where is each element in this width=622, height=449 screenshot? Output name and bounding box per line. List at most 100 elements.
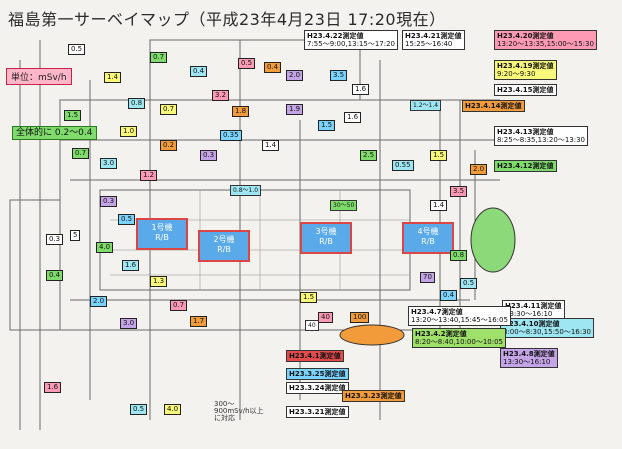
measurement-date: H23.4.22測定値 <box>307 32 364 40</box>
dose-value: 1.5 <box>430 150 448 161</box>
measurement-time: 8:00～8:30,15:50～16:30 <box>503 328 592 336</box>
measurement-date: H23.3.21測定値 <box>289 408 346 416</box>
measurement-label: H23.3.24測定値 <box>286 382 349 394</box>
measurement-date: H23.4.12測定値 <box>497 162 554 170</box>
measurement-date: H23.4.10測定値 <box>503 320 560 328</box>
measurement-label: H23.3.21測定値 <box>286 406 349 418</box>
dose-value: 0.7 <box>72 148 90 159</box>
dose-value: 0.55 <box>392 160 414 171</box>
measurement-time: 7:55～9:00,13:15～17:20 <box>307 40 396 48</box>
reactor-name: 4号機 <box>417 227 439 236</box>
page-title: 福島第一サーベイマップ（平成23年4月23日 17:20現在） <box>8 10 446 29</box>
orange-zone <box>339 324 405 346</box>
dose-value: 0.35 <box>220 130 242 141</box>
region-note-r2: 0.8～1.0 <box>230 185 262 196</box>
dose-value: 0.7 <box>150 52 168 63</box>
dose-value: 5 <box>70 230 81 241</box>
measurement-label: H23.4.12測定値 <box>494 160 557 172</box>
measurement-date: H23.3.24測定値 <box>289 384 346 392</box>
dose-value: 1.6 <box>352 84 370 95</box>
dose-value: 0.5 <box>68 44 86 55</box>
dose-value: 4.0 <box>96 242 114 253</box>
measurement-time: 15:25～16:40 <box>405 40 453 48</box>
dose-value: 3.5 <box>450 186 468 197</box>
reactor-sub: R/B <box>217 245 231 254</box>
dose-value: 0.4 <box>46 270 64 281</box>
dose-value: 0.5 <box>238 58 256 69</box>
dose-value: 1.2 <box>140 170 158 181</box>
dose-value: 0.7 <box>170 300 188 311</box>
dose-value: 0.4 <box>264 62 282 73</box>
dose-value: 2.0 <box>286 70 304 81</box>
measurement-date: H23.4.8測定値 <box>503 350 555 358</box>
reactor-name: 3号機 <box>315 227 337 236</box>
measurement-date: H23.4.14測定値 <box>465 102 522 110</box>
measurement-date: H23.4.11測定値 <box>505 302 562 310</box>
measurement-time: 13:20～13:35,15:00～15:30 <box>497 40 594 48</box>
dose-value: 1.4 <box>262 140 280 151</box>
dose-value: 100 <box>350 312 370 323</box>
dose-value: 2.0 <box>470 164 488 175</box>
dose-value: 1.6 <box>44 382 62 393</box>
dose-value: 1.4 <box>104 72 122 83</box>
dose-value: 1.3 <box>150 276 168 287</box>
dose-value: 3.5 <box>330 70 348 81</box>
measurement-time: 13:30～16:10 <box>505 310 553 318</box>
dose-value: 2.5 <box>360 150 378 161</box>
dose-value: 3.2 <box>212 90 230 101</box>
dose-value: 1.9 <box>286 104 304 115</box>
unit-label: 単位：mSv/h <box>6 68 72 85</box>
measurement-date: H23.3.23測定値 <box>345 392 402 400</box>
measurement-date: H23.4.2測定値 <box>415 330 467 338</box>
handwritten-note: 300～900mSv/h以上に対応 <box>214 400 264 422</box>
dose-value: 70 <box>420 272 435 283</box>
region-note-r1: 1.2～1.4 <box>410 100 442 111</box>
dose-value: 1.5 <box>300 292 318 303</box>
region-note-r3: 30～50 <box>330 200 358 211</box>
reactor-sub: R/B <box>421 237 435 246</box>
measurement-date: H23.4.20測定値 <box>497 32 554 40</box>
dose-value: 0.7 <box>160 104 178 115</box>
measurement-time: 9:20～9:30 <box>497 70 536 78</box>
dose-value: 0.8 <box>128 98 146 109</box>
dose-value: 40 <box>318 312 333 323</box>
dose-value: 1.6 <box>344 112 362 123</box>
overall-range-label: 全体的に 0.2～0.4 <box>12 126 97 140</box>
dose-value: 0.8 <box>450 250 468 261</box>
dose-value: 3.0 <box>100 158 118 169</box>
measurement-date: H23.4.21測定値 <box>405 32 462 40</box>
dose-value: 1.6 <box>122 260 140 271</box>
reactor-sub: R/B <box>155 233 169 242</box>
dose-value: 0.3 <box>100 196 118 207</box>
reactor-sub: R/B <box>319 237 333 246</box>
reactor-name: 2号機 <box>213 235 235 244</box>
measurement-time: 8:25～8:35,13:20～13:30 <box>497 136 586 144</box>
measurement-time: 13:20～13:40,15:45～16:05 <box>411 316 508 324</box>
dose-value: 2.0 <box>90 296 108 307</box>
measurement-date: H23.4.19測定値 <box>497 62 554 70</box>
green-zone <box>470 207 516 273</box>
dose-value: 1.0 <box>120 126 138 137</box>
north-building-area <box>149 39 361 101</box>
dose-value: 0.3 <box>200 150 218 161</box>
measurement-label: H23.3.25測定値 <box>286 368 349 380</box>
dose-value: 0.5 <box>460 278 478 289</box>
dose-value: 1.8 <box>232 106 250 117</box>
dose-value: 1.5 <box>64 110 82 121</box>
measurement-date: H23.4.13測定値 <box>497 128 554 136</box>
region-note-r4: 40 <box>305 320 319 331</box>
